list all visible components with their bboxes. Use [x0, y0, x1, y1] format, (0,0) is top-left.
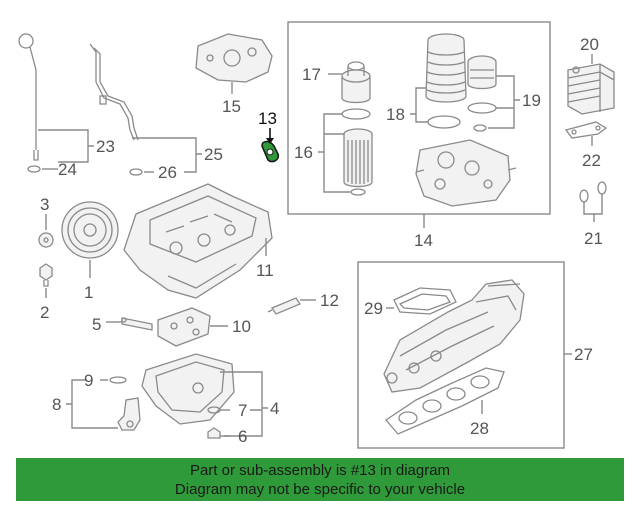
callout-3: 3 — [40, 195, 49, 214]
drain-plug-part[interactable] — [207, 427, 221, 439]
engine-block-part[interactable] — [123, 183, 273, 299]
callout-20: 20 — [580, 35, 599, 54]
oil-cooler-part[interactable] — [567, 63, 615, 115]
intake-gasket-lower-part[interactable] — [385, 367, 505, 435]
filter-housing-part[interactable] — [415, 139, 517, 207]
sensor-seal-part[interactable] — [109, 376, 127, 384]
filter-oring-part[interactable] — [341, 108, 371, 120]
filter-small-oring-part[interactable] — [350, 188, 366, 196]
crankshaft-pulley-part[interactable] — [61, 201, 119, 259]
leader-8 — [66, 379, 118, 429]
sensor-part[interactable] — [267, 297, 301, 315]
callout-5: 5 — [92, 315, 101, 334]
cover-oring-part[interactable] — [467, 102, 497, 114]
callout-7: 7 — [238, 401, 247, 420]
leader-13-arrow — [266, 138, 274, 144]
dipstick-tube-seal-part[interactable] — [129, 168, 143, 176]
oil-pan-part[interactable] — [141, 353, 235, 425]
callout-11: 11 — [256, 261, 274, 280]
filter-cap-part[interactable] — [341, 61, 371, 104]
leader-16 — [318, 113, 350, 193]
part-info-banner: Part or sub-assembly is #13 in diagram D… — [16, 458, 624, 501]
timing-cover-part[interactable] — [195, 33, 273, 83]
callout-18: 18 — [386, 105, 405, 124]
cylinder-oring-part[interactable] — [427, 115, 461, 129]
callout-12: 12 — [320, 291, 339, 310]
cover-small-seal-part[interactable] — [473, 124, 487, 132]
callout-15: 15 — [222, 97, 241, 116]
parts-diagram: 1 2 3 4 5 6 7 8 9 10 11 12 13 14 15 16 1… — [18, 21, 615, 449]
callout-labels: 1 2 3 4 5 6 7 8 9 10 11 12 13 14 15 16 1… — [40, 35, 603, 446]
callout-10: 10 — [232, 317, 251, 336]
callout-27: 27 — [574, 345, 593, 364]
box-intake-manifold — [357, 261, 565, 449]
dipstick-tube-part[interactable] — [89, 43, 139, 141]
banner-line-1: Part or sub-assembly is #13 in diagram — [189, 462, 451, 479]
intake-manifold-part[interactable] — [383, 279, 525, 393]
callout-13: 13 — [258, 109, 277, 128]
oil-cooler-cylinder-part[interactable] — [425, 33, 467, 103]
callout-6: 6 — [238, 427, 247, 446]
callout-17: 17 — [302, 65, 321, 84]
leader-21 — [583, 194, 603, 222]
callout-29: 29 — [364, 299, 383, 318]
dipstick-part[interactable] — [18, 33, 39, 161]
leader-19 — [488, 75, 520, 129]
callout-16: 16 — [294, 143, 313, 162]
callout-26: 26 — [158, 163, 177, 182]
callout-22: 22 — [582, 151, 601, 170]
dipstick-seal-part[interactable] — [27, 165, 41, 173]
clip-part[interactable] — [121, 317, 153, 331]
callout-19: 19 — [522, 91, 541, 110]
banner-line-2: Diagram may not be specific to your vehi… — [174, 481, 466, 498]
callout-8: 8 — [52, 395, 61, 414]
callout-21: 21 — [584, 229, 603, 248]
oil-level-sensor-part[interactable] — [117, 397, 141, 431]
highlighted-gasket-13[interactable] — [261, 140, 280, 163]
pulley-washer-part[interactable] — [38, 232, 54, 248]
callout-1: 1 — [84, 283, 93, 302]
callout-2: 2 — [40, 303, 49, 322]
leader-23 — [38, 129, 94, 163]
callout-25: 25 — [204, 145, 223, 164]
oil-cooler-gasket-part[interactable] — [564, 121, 608, 139]
leader-18 — [410, 87, 428, 123]
pulley-bolt-part[interactable] — [39, 263, 53, 287]
callout-23: 23 — [96, 137, 115, 156]
leader-25 — [132, 137, 202, 173]
filter-cover-part[interactable] — [467, 55, 497, 90]
callout-28: 28 — [470, 419, 489, 438]
box-filter-housing — [287, 21, 551, 215]
callout-14: 14 — [414, 231, 433, 250]
oil-filter-element-part[interactable] — [343, 128, 373, 188]
baffle-part[interactable] — [157, 307, 211, 347]
callout-4: 4 — [270, 399, 279, 418]
callout-9: 9 — [84, 371, 93, 390]
callout-24: 24 — [58, 160, 77, 179]
intake-gasket-upper-part[interactable] — [393, 287, 457, 315]
leader-4 — [220, 371, 268, 437]
